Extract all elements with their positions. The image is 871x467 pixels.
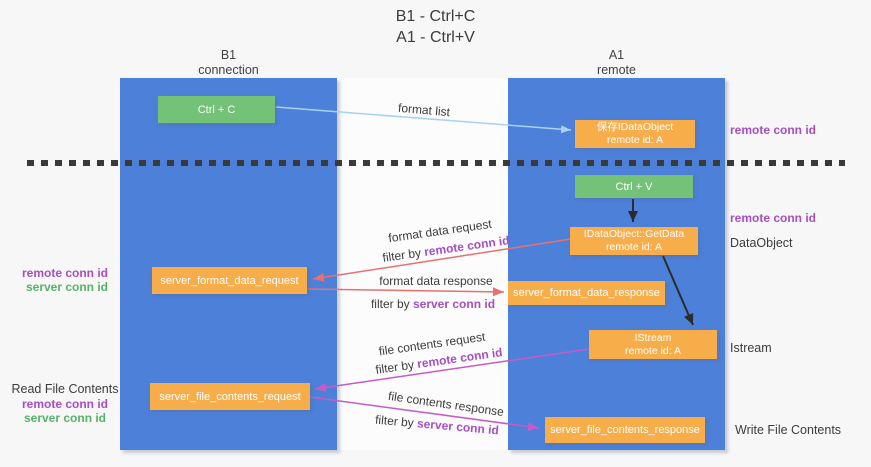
filter-by-text: filter by xyxy=(370,297,413,311)
istream-line1: IStream xyxy=(634,331,672,344)
left-bottom-annotations: Read File Contents remote conn id server… xyxy=(10,381,120,425)
read-file-contents-label: Read File Contents xyxy=(11,382,119,396)
message-channel-band xyxy=(337,78,508,450)
left-mid-conn-ids: remote conn id server conn id xyxy=(8,266,108,294)
filter-by-server-conn-id-label-1: filter by server conn id xyxy=(371,297,495,311)
server-format-data-response-box: server_format_data_response xyxy=(508,281,665,305)
diagram-title-line1: B1 - Ctrl+C xyxy=(395,8,476,25)
right-mid-remote-conn-id: remote conn id xyxy=(730,211,817,225)
ctrl-v-box: Ctrl + V xyxy=(575,175,693,198)
save-idataobject-line1: 保存IDataObject xyxy=(596,121,674,133)
server-format-data-response-label: server_format_data_response xyxy=(513,287,660,299)
getdata-to-istream-arrow xyxy=(662,255,694,326)
write-file-contents-label: Write File Contents xyxy=(735,423,842,437)
lifeline-a1-role: remote xyxy=(597,63,636,77)
server-file-contents-response-label: server_file_contents_response xyxy=(550,424,700,436)
format-data-response-arrow xyxy=(307,287,505,297)
lifeline-a1-name: A1 xyxy=(608,48,625,62)
file-contents-request-arrow xyxy=(314,348,590,392)
server-conn-id-annotation: server conn id xyxy=(25,280,108,294)
getdata-line2: remote id: A xyxy=(605,241,663,253)
ctrl-c-label: Ctrl + C xyxy=(197,103,236,116)
ctrl-c-box: Ctrl + C xyxy=(158,96,275,123)
remote-conn-id-annotation: remote conn id xyxy=(21,266,108,280)
lifeline-b1-role: connection xyxy=(198,63,259,77)
diagram-title-line2: A1 - Ctrl+V xyxy=(396,29,475,46)
istream-line2: remote id: A xyxy=(624,344,682,357)
server-file-contents-request-label: server_file_contents_request xyxy=(159,390,301,403)
lifeline-b1-name: B1 xyxy=(220,48,237,62)
format-data-request-arrow xyxy=(312,238,572,282)
diagram-title: B1 - Ctrl+C A1 - Ctrl+V xyxy=(0,6,871,48)
server-conn-id-annotation: server conn id xyxy=(23,411,107,425)
istream-annotation-label: Istream xyxy=(730,341,772,355)
getdata-box: IDataObject::GetData remote id: A xyxy=(570,227,698,255)
lifeline-header-a1: A1 remote xyxy=(508,48,725,78)
remote-conn-id-annotation: remote conn id xyxy=(21,397,108,411)
ctrl-v-label: Ctrl + V xyxy=(615,180,653,193)
server-file-contents-response-box: server_file_contents_response xyxy=(545,417,705,443)
server-format-data-request-label: server_format_data_request xyxy=(160,274,299,287)
server-file-contents-request-box: server_file_contents_request xyxy=(150,383,310,410)
dataobject-label: DataObject xyxy=(730,236,793,250)
getdata-line1: IDataObject::GetData xyxy=(583,228,685,240)
lifeline-header-b1: B1 connection xyxy=(120,48,337,78)
save-idataobject-line2: remote id: A xyxy=(606,134,664,146)
format-list-arrow xyxy=(275,106,572,134)
server-conn-id-text: server conn id xyxy=(412,297,496,311)
right-top-remote-conn-id: remote conn id xyxy=(730,123,817,137)
file-contents-response-arrow xyxy=(309,396,540,431)
format-data-response-label: format data response xyxy=(379,274,493,288)
server-format-data-request-box: server_format_data_request xyxy=(152,267,307,294)
istream-box: IStream remote id: A xyxy=(589,330,717,359)
save-idataobject-box: 保存IDataObject remote id: A xyxy=(575,120,695,148)
